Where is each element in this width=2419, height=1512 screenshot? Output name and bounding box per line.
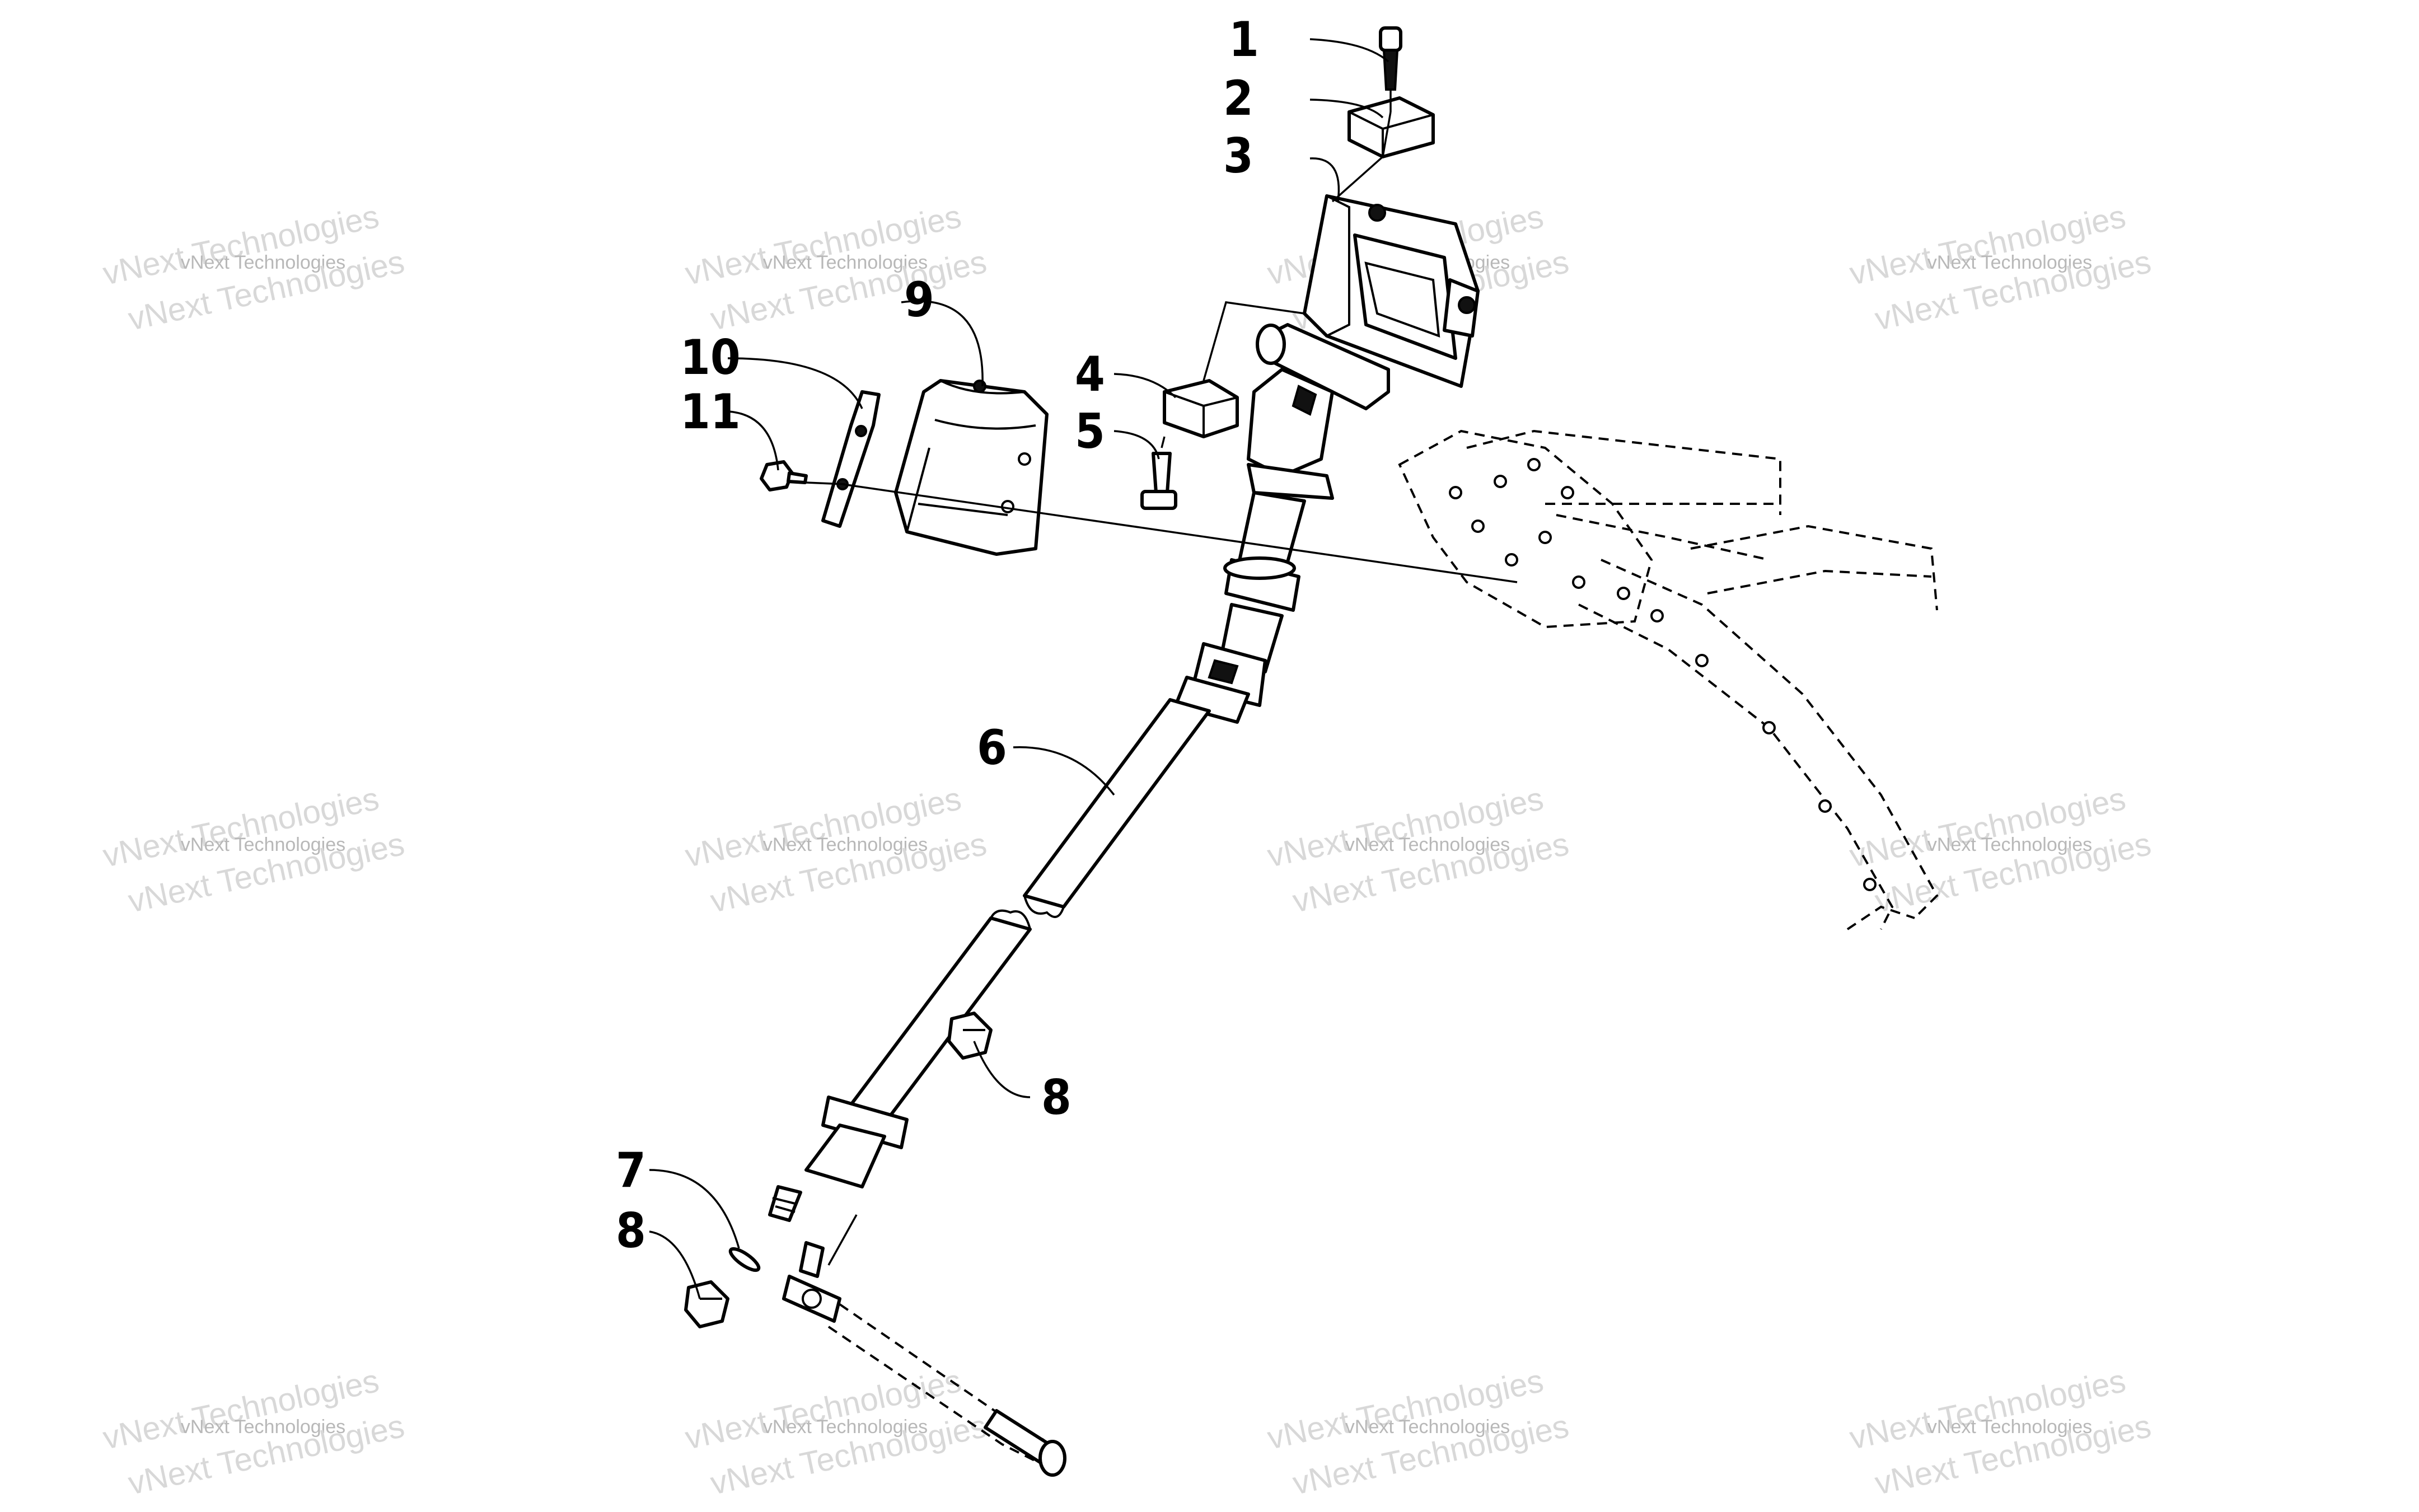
upper-steering-shaft — [1174, 491, 1306, 724]
column-cover-part-9 — [894, 379, 1049, 556]
washer-part-7 — [728, 1247, 761, 1272]
callout-7: 7 — [616, 1143, 646, 1199]
lower-shaft-collar — [768, 1096, 909, 1222]
bolt-part-11 — [760, 460, 808, 491]
callout-4: 4 — [1075, 347, 1105, 402]
watermark-small-text: vNext Technologies — [763, 834, 928, 855]
steering-shaft-part-6 — [838, 698, 1211, 1132]
watermark-small-text: vNext Technologies — [763, 252, 928, 273]
clamp-cap-part-2 — [1347, 96, 1435, 158]
steering-post-head — [1247, 323, 1390, 500]
watermark-small-text: vNext Technologies — [181, 834, 345, 855]
callout-8-lower: 8 — [616, 1203, 646, 1259]
callout-6: 6 — [977, 720, 1007, 776]
callout-1: 1 — [1229, 12, 1259, 68]
callout-5: 5 — [1075, 404, 1105, 460]
callout-8-upper: 8 — [1041, 1070, 1072, 1126]
watermark-small-text: vNext Technologies — [1345, 1416, 1510, 1438]
lower-clamp-part-4 — [1163, 379, 1239, 438]
upper-column-bracket-part-3 — [1303, 194, 1480, 388]
nut-part-8-upper — [947, 1012, 993, 1060]
mounting-plate-part-10 — [821, 390, 881, 528]
watermark-small-text: vNext Technologies — [1927, 1416, 2092, 1438]
watermark-small-text: vNext Technologies — [1927, 834, 2092, 855]
watermark-layer: vNext Technologies vNext Technologies vNex… — [100, 198, 2154, 1502]
watermark-small-text: vNext Technologies — [763, 1416, 928, 1438]
leader-lines — [649, 38, 1389, 1299]
nut-part-8-lower — [684, 1280, 729, 1328]
callout-2: 2 — [1223, 71, 1253, 127]
callout-10: 10 — [680, 330, 741, 386]
callout-3: 3 — [1223, 128, 1253, 184]
frame-outline — [1398, 429, 1939, 930]
alignment-lines — [806, 111, 1518, 1266]
callout-11: 11 — [680, 384, 741, 440]
watermark-small-text: vNext Technologies — [1345, 834, 1510, 855]
watermark-small-text: vNext Technologies — [181, 1416, 345, 1438]
callout-9: 9 — [904, 272, 934, 328]
tie-rod-end — [782, 1241, 1066, 1477]
watermark-small-text: vNext Technologies — [181, 252, 345, 273]
callout-labels: 1 2 3 9 10 11 4 5 6 8 7 8 — [616, 12, 1259, 1259]
bolt-part-5 — [1140, 436, 1177, 510]
watermark-small-text: vNext Technologies — [1927, 252, 2092, 273]
